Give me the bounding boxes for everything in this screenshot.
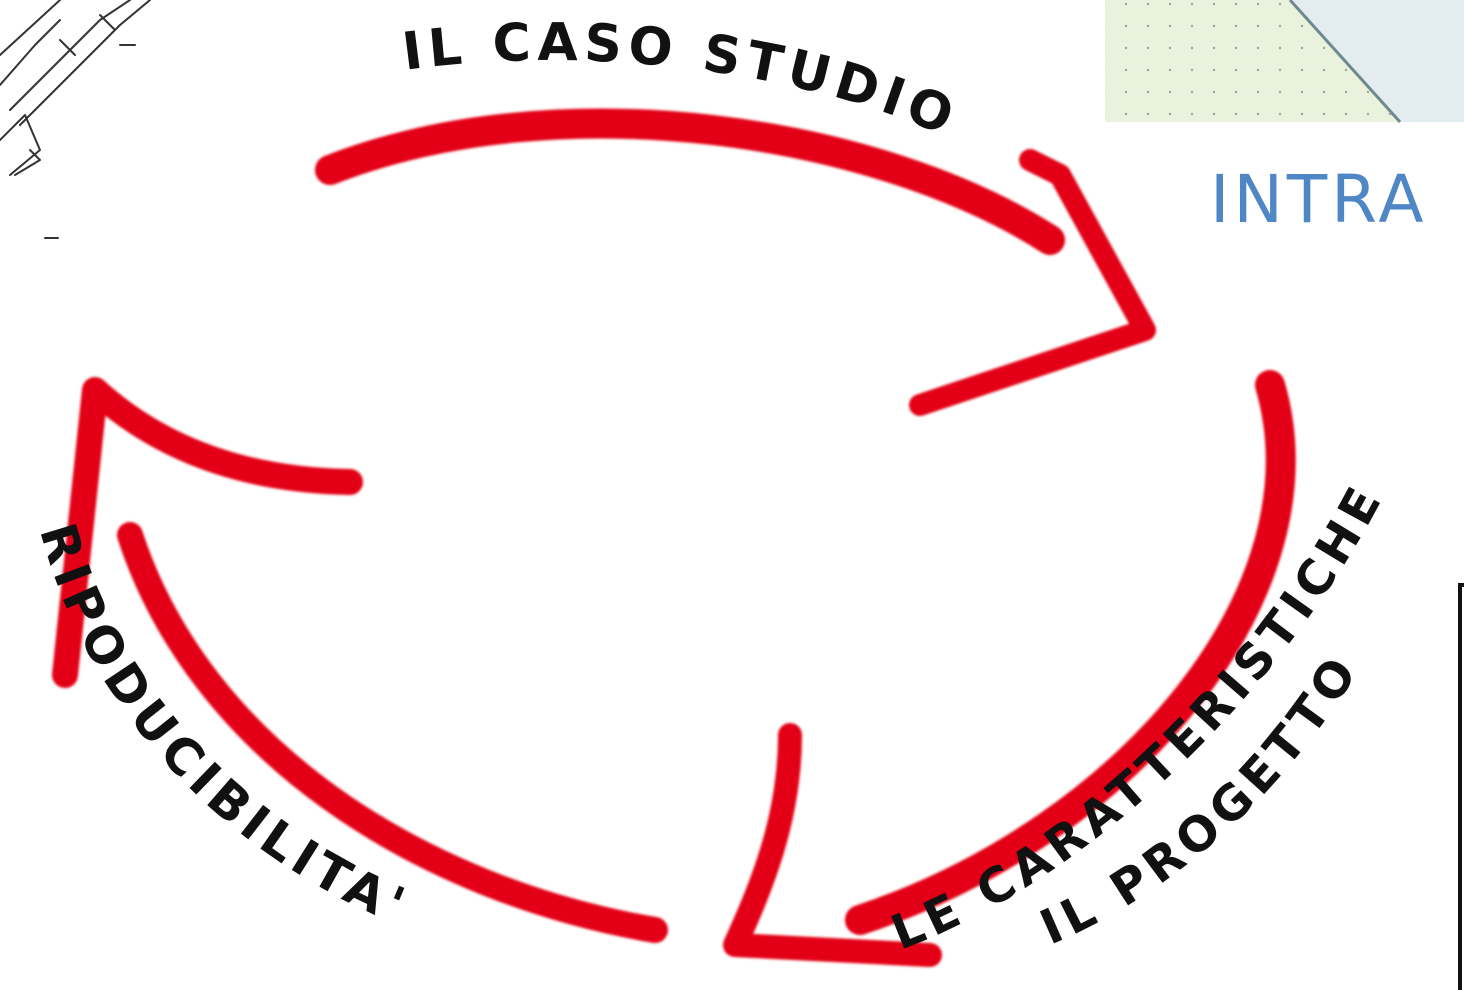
label-left: RIPODUCIBILITA': [28, 517, 418, 937]
arrow-top-head: [909, 149, 1156, 416]
partial-heading: INTRA: [1210, 161, 1427, 238]
frame-edge: [1458, 583, 1464, 990]
arrow-bottom-head: [723, 723, 942, 967]
arrow-left-head: [52, 377, 363, 688]
cycle-arrows: [52, 108, 1296, 967]
arrow-right-body: [845, 370, 1296, 935]
pencil-sketch-fragment: [0, 0, 151, 239]
arrow-top-body: [315, 108, 1065, 255]
arrow-left-body: [117, 522, 668, 943]
map-thumbnail-fragment: [1105, 0, 1464, 124]
